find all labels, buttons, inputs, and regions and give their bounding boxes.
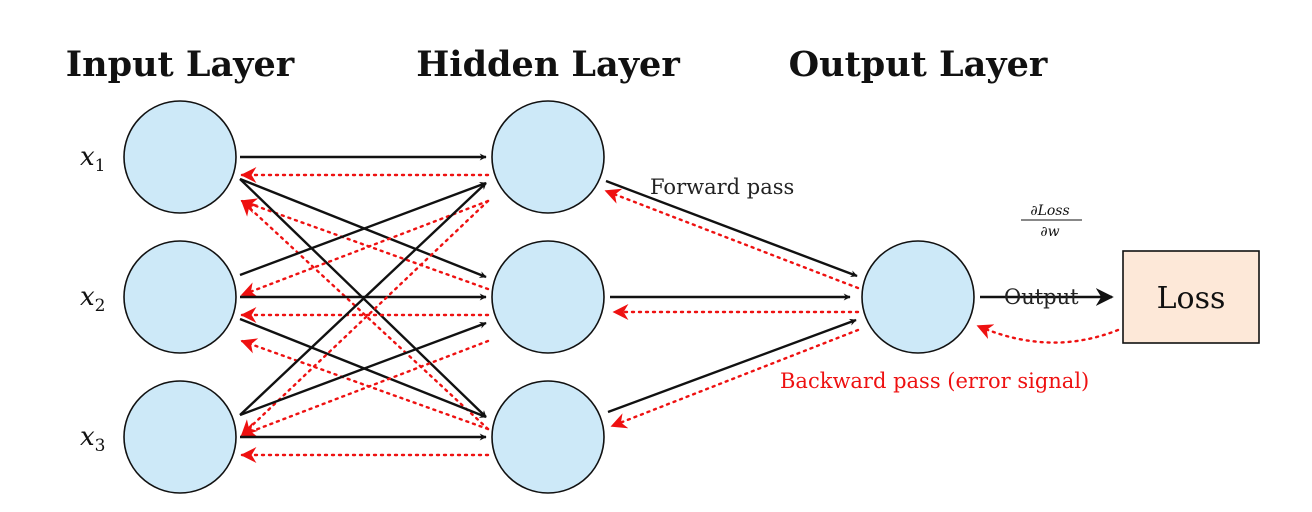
forward-arrow-x3-h2 [239, 321, 487, 417]
input-neuron-2 [123, 240, 237, 354]
connections [239, 153, 860, 463]
hidden-neuron-1 [491, 100, 605, 214]
hidden-layer-title: Hidden Layer [416, 44, 680, 85]
hidden-neuron-2 [491, 240, 605, 354]
input-layer-title: Input Layer [66, 44, 295, 85]
gradient-fraction: ∂Loss ∂w [1021, 203, 1082, 240]
forward-arrow-x3-h1 [239, 182, 487, 416]
backward-arrow-h2-x1 [240, 198, 490, 291]
input-label-3: x3 [80, 422, 106, 456]
gradient-numerator: ∂Loss [1030, 203, 1069, 219]
backward-arrow-out-h1 [604, 188, 860, 290]
input-label-2: x2 [80, 282, 106, 316]
gradient-denominator: ∂w [1040, 224, 1059, 240]
backward-arrow-h1-x2 [240, 199, 490, 298]
backward-arrow-out-h3 [610, 328, 860, 429]
backward-arrow-h3-x2 [240, 338, 490, 431]
output-neuron [861, 240, 975, 354]
forward-arrow-h1-out [605, 179, 858, 278]
loss-to-output-backward-arrow [976, 324, 1120, 344]
backward-arrow-h1-x3 [240, 199, 490, 437]
loss-box [1122, 250, 1260, 344]
output-layer-title: Output Layer [789, 44, 1048, 85]
hidden-neuron-3 [491, 380, 605, 494]
backward-arrow-h3-x1 [240, 199, 490, 431]
forward-pass-label: Forward pass [650, 175, 794, 199]
backward-pass-label: Backward pass (error signal) [780, 369, 1089, 393]
input-neuron-3 [123, 380, 237, 494]
input-label-1: x1 [80, 142, 106, 176]
forward-arrow-x2-h1 [239, 181, 487, 277]
loss-label: Loss [1157, 281, 1226, 316]
input-neuron-1 [123, 100, 237, 214]
output-label: Output [1004, 285, 1079, 309]
forward-arrow-h3-out [607, 318, 857, 414]
backward-arrow-h2-x3 [240, 339, 490, 438]
